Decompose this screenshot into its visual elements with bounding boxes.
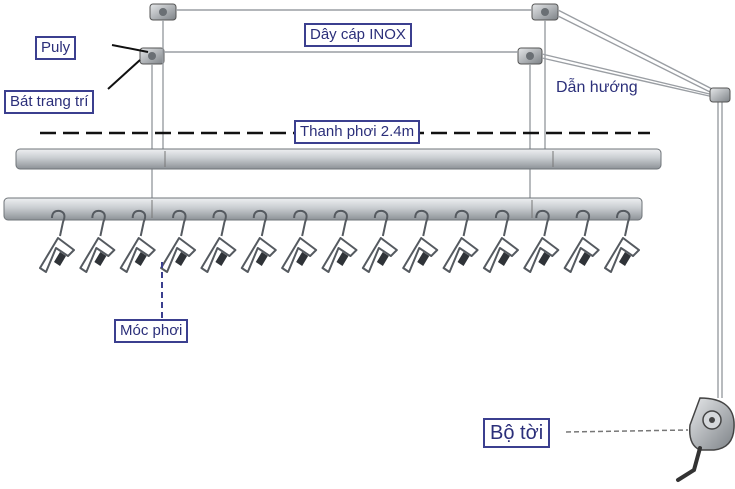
hanger-icon xyxy=(604,209,640,273)
cable-label: Dây cáp INOX xyxy=(304,23,412,47)
top-pulley-left xyxy=(149,3,177,21)
bracket-label: Bát trang trí xyxy=(4,90,95,114)
stainless-cables xyxy=(151,9,723,398)
hanger-icon xyxy=(119,209,156,273)
winch-icon xyxy=(676,397,735,482)
hanger-icon xyxy=(482,209,519,273)
drying-bar-back xyxy=(15,148,662,170)
hook-label: Móc phơi xyxy=(114,319,189,343)
hanger-icon xyxy=(563,209,600,273)
winch-pointer-line xyxy=(565,429,689,433)
hanger-icon xyxy=(281,209,318,273)
hanger-icon xyxy=(240,209,277,273)
hanger-icon xyxy=(442,209,479,273)
drying-bar-front xyxy=(3,197,643,221)
hanger-icon xyxy=(79,209,116,273)
hanger-icon xyxy=(361,209,398,273)
hanger-icon xyxy=(160,209,197,273)
hanger-icon xyxy=(39,209,75,273)
bracket-right xyxy=(517,47,543,65)
hanger-icon xyxy=(402,209,439,273)
guide-block xyxy=(709,87,731,103)
hanger-group xyxy=(39,209,640,273)
guide-label: Dẫn hướng xyxy=(556,79,638,96)
hanger-icon xyxy=(200,209,237,273)
hanger-icon xyxy=(321,209,358,273)
top-pulley-right xyxy=(531,3,559,21)
bar-label: Thanh phơi 2.4m xyxy=(294,120,421,144)
bracket-leader-line xyxy=(107,59,141,90)
pulley-leader-line xyxy=(111,44,149,53)
hanger-icon xyxy=(523,209,560,273)
pulley-label: Puly xyxy=(35,36,77,60)
winch-label: Bộ tời xyxy=(483,418,551,448)
